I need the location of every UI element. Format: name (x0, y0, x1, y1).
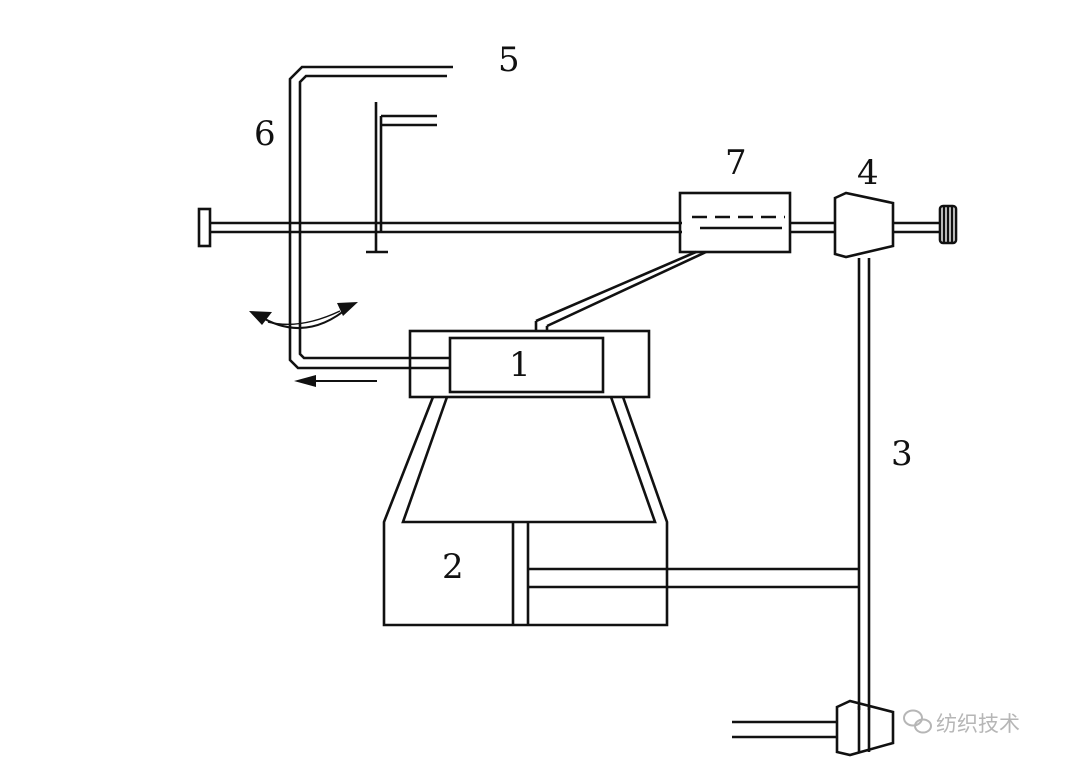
watermark-text: 纺织技术 (936, 712, 1020, 736)
vertical-rod-3 (857, 258, 871, 710)
label-3: 3 (891, 434, 913, 474)
straight-arrowhead (294, 375, 316, 387)
lever-arm-outer (288, 65, 453, 370)
label-6: 6 (254, 114, 276, 154)
main-shaft (197, 207, 835, 248)
connecting-link (534, 250, 707, 331)
box-7 (678, 191, 792, 254)
label-2: 2 (442, 547, 464, 587)
block-1 (408, 329, 651, 399)
label-1: 1 (509, 345, 531, 385)
cone-pulley-4 (833, 191, 958, 259)
lever-arm-inner (298, 74, 447, 360)
base-2 (511, 522, 530, 625)
label-5: 5 (498, 40, 520, 80)
rotation-arrow (257, 305, 351, 330)
label-7: 7 (725, 143, 747, 183)
t-bracket (366, 102, 437, 254)
cross-rod (528, 567, 859, 589)
arrowhead-right (337, 302, 358, 316)
arrowhead-left (249, 311, 272, 325)
watermark: 纺织技术 (903, 709, 1020, 736)
left-knob (197, 207, 212, 248)
funnel-body (382, 396, 669, 627)
wechat-icon (903, 709, 932, 734)
bottom-pulley (732, 699, 895, 757)
label-4: 4 (857, 153, 879, 193)
